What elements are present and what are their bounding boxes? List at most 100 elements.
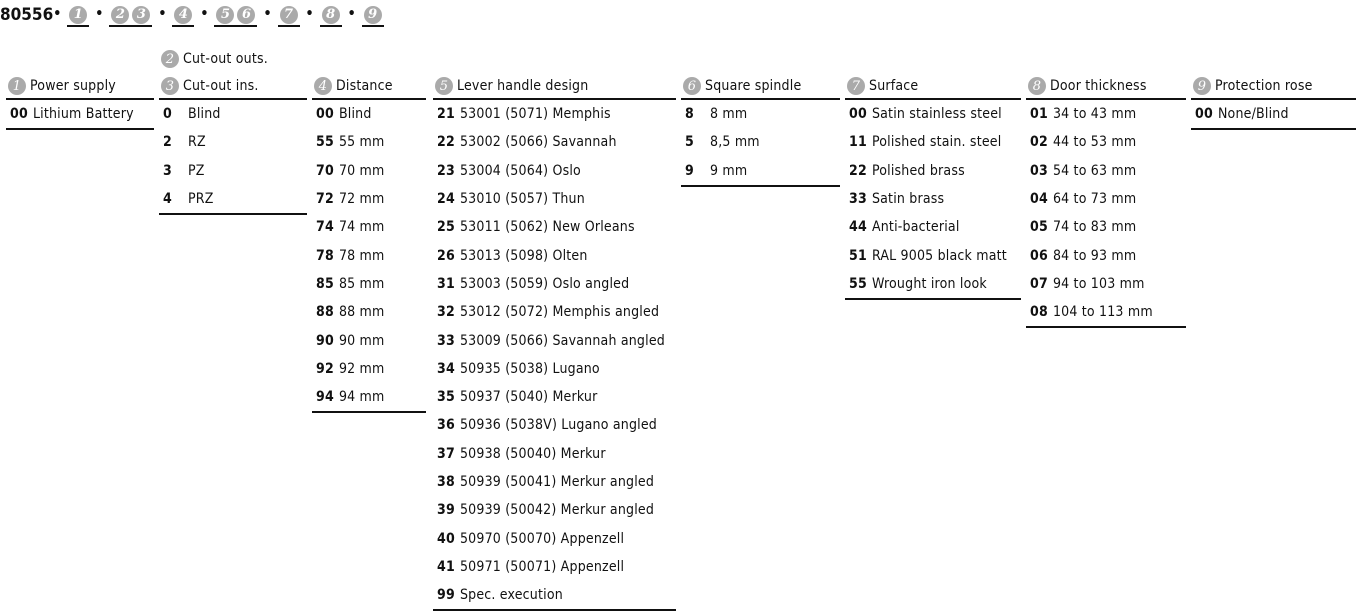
option-code: 99 — [437, 587, 455, 604]
option-code: 2 — [163, 134, 172, 151]
option-code: 24 — [437, 191, 455, 208]
option-slot: 8 — [319, 5, 342, 27]
option-label: 53003 (5059) Oslo angled — [459, 275, 630, 292]
option-code: 33 — [437, 332, 455, 349]
option-label: 8,5 mm — [710, 134, 760, 151]
option-slot: 9 — [361, 5, 384, 27]
option-label: 64 to 73 mm — [1052, 191, 1137, 208]
column-header-label: Distance — [336, 78, 393, 94]
option-label: 92 mm — [338, 360, 385, 377]
option-code: 55 — [849, 275, 867, 292]
option-code: 34 — [437, 360, 455, 377]
number-badge-icon: 6 — [237, 5, 256, 24]
option-code: 38 — [437, 474, 455, 490]
option-label: 50935 (5038) Lugano — [459, 360, 600, 377]
option-code: 39 — [437, 502, 455, 519]
column-header-label: Lever handle design — [457, 78, 589, 94]
option-label: 53010 (5057) Thun — [459, 191, 585, 208]
option-label: 53001 (5071) Memphis — [459, 106, 611, 123]
option-code: 25 — [437, 219, 455, 236]
option-code: 03 — [1030, 162, 1048, 179]
number-badge-icon: 8 — [1028, 77, 1046, 95]
option-label: 53012 (5072) Memphis angled — [459, 304, 660, 321]
option-code: 07 — [1030, 275, 1048, 292]
option-code: 37 — [437, 445, 455, 462]
option-label: 8 mm — [710, 106, 748, 123]
option-label: 70 mm — [338, 162, 385, 179]
number-badge-icon: 9 — [1193, 77, 1211, 95]
column-header-label: Door thickness — [1050, 78, 1147, 94]
option-code: 35 — [437, 389, 455, 406]
option-label: 53002 (5066) Savannah — [459, 134, 617, 151]
option-label: 78 mm — [338, 247, 385, 264]
option-code: 41 — [437, 558, 455, 575]
option-label: Satin brass — [871, 191, 945, 208]
option-label: 50939 (50042) Merkur angled — [459, 502, 655, 519]
column-subheader-label: Cut-out outs. — [183, 51, 268, 67]
option-label: 85 mm — [338, 275, 385, 292]
number-badge-icon: 5 — [216, 5, 235, 24]
separator-dot: • — [263, 6, 272, 23]
option-code: 00 — [1195, 106, 1213, 123]
option-code: 70 — [316, 162, 334, 179]
option-code: 90 — [316, 332, 334, 349]
option-label: 50970 (50070) Appenzell — [459, 530, 625, 547]
option-label: 9 mm — [710, 162, 748, 179]
option-label: Polished brass — [871, 162, 965, 179]
option-label: 50937 (5040) Merkur — [459, 389, 598, 406]
option-label: Blind — [338, 106, 372, 123]
article-number: 80556 — [0, 5, 54, 25]
option-code: 22 — [849, 162, 867, 179]
number-badge-icon: 3 — [132, 5, 151, 24]
option-label: 53013 (5098) Olten — [459, 247, 588, 264]
option-code: 85 — [316, 275, 334, 292]
option-code: 4 — [163, 191, 172, 208]
option-label: 84 to 93 mm — [1052, 247, 1137, 264]
option-code: 36 — [437, 417, 455, 434]
column-header-label: Surface — [869, 78, 919, 94]
option-label: RZ — [188, 134, 206, 151]
number-badge-icon: 5 — [435, 77, 453, 95]
option-label: None/Blind — [1217, 106, 1289, 123]
option-code: 05 — [1030, 219, 1048, 236]
option-label: Wrought iron look — [871, 275, 987, 292]
option-code: 00 — [10, 106, 28, 123]
column-header-label: Square spindle — [705, 78, 802, 94]
option-label: 50936 (5038V) Lugano angled — [459, 417, 657, 434]
